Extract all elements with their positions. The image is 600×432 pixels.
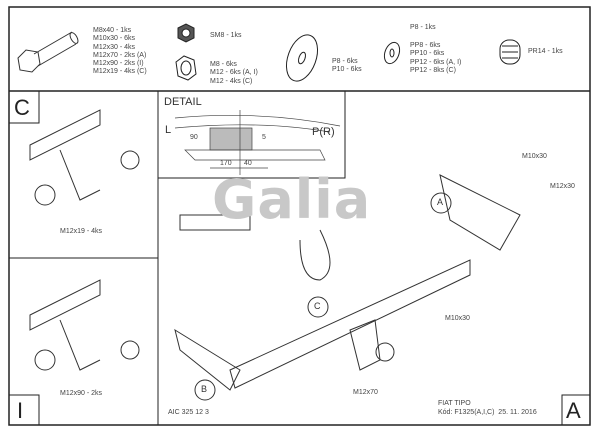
panel-c-bolt: M12x19 - 4ks [60,228,103,235]
a-label-box [561,394,591,426]
main-assembly [174,174,521,391]
panel-a-label: A [566,398,581,423]
label-m12x30: M12x30 [550,183,575,190]
dim-5: 5 [262,134,266,141]
panel-i-label: I [17,398,24,423]
side-view-c [29,109,140,206]
c-label-box [8,90,40,124]
side-view-i [29,279,140,371]
detail-drawing [174,110,341,175]
selflock-nut-icon [177,23,195,43]
label-m10x30-top: M10x30 [522,153,547,160]
footer-kod: Kód: F1325(A,I,C) 25. 11. 2016 [438,409,537,416]
bolt-icon [17,31,79,73]
detail-l: L [165,124,172,136]
detail-pr: P(R) [312,126,335,138]
washer-icon [285,34,319,82]
detail-box [158,91,346,179]
callouts [194,192,452,401]
galia-logo: Galia [212,168,372,231]
outer-frame [8,6,591,426]
panel-c-label: C [14,95,30,120]
callout-c: C [314,301,321,311]
detail-title: DETAIL [164,96,202,108]
footer-vehicle: FIAT TIPO [438,400,471,407]
selflock-nut-label: SM8 - 1ks [210,32,242,39]
callout-b: B [201,384,208,394]
panel-i-bolt: M12x90 - 2ks [60,390,103,397]
i-label-box [8,394,40,426]
spring-washer-icon [383,41,401,65]
spring-washer-top-label: P8 - 1ks [410,24,436,31]
footer-code: AIC 325 12 3 [168,409,209,416]
nut-icon [175,55,197,81]
dim-90: 90 [190,134,198,141]
spring-icon [499,39,521,65]
label-m10x30-bottom: M10x30 [445,315,470,322]
label-m12x70: M12x70 [353,389,378,396]
dim-170: 170 [220,160,232,167]
spring-label: PR14 - 1ks [528,48,563,55]
callout-a: A [437,197,444,207]
dim-40: 40 [244,160,252,167]
